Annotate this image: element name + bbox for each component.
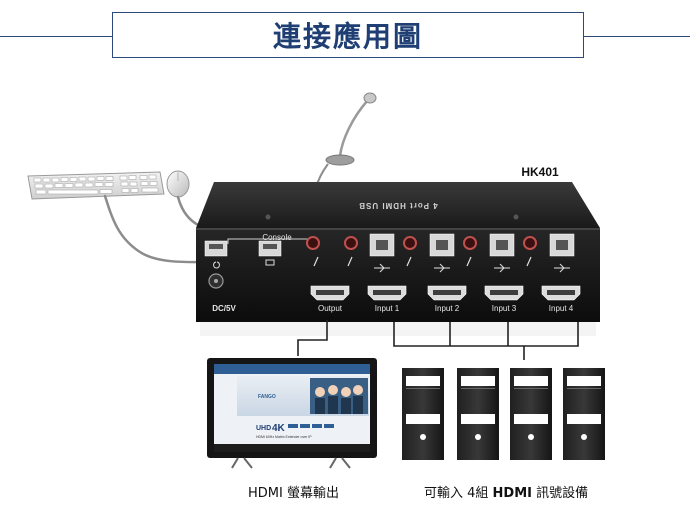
- kvm-switch: 4 Port HDMI USB Console DC/5V Output Inp…: [196, 182, 600, 322]
- inputs-caption: 可輸入 4組 HDMI 訊號設備: [424, 482, 588, 501]
- computer-tower-1: [402, 368, 444, 460]
- screen-4k: 4K: [272, 423, 286, 434]
- input-1-label: Input 1: [375, 304, 400, 313]
- device-reflection: [200, 322, 596, 336]
- screen-uhd: UHD: [256, 425, 271, 432]
- model-label: HK401: [521, 165, 559, 179]
- title-rule-right: [584, 36, 690, 37]
- power-label: DC/5V: [212, 304, 236, 313]
- page-title: 連接應用圖: [272, 20, 423, 53]
- keyboard: [27, 171, 165, 200]
- input-4-label: Input 4: [549, 304, 574, 313]
- screen-brand: FANGO: [258, 394, 276, 400]
- monitor-caption-text: HDMI 螢幕輸出: [248, 486, 339, 501]
- output-cable: [297, 320, 328, 356]
- microphone: [315, 92, 377, 189]
- computer-tower-2: [457, 368, 499, 460]
- mouse: [166, 170, 190, 198]
- screen-subline: HDMI 60Hz Matrix Extender over IP: [256, 435, 312, 439]
- monitor-caption: HDMI 螢幕輸出: [248, 482, 339, 501]
- monitor: FANGO UHD 4K HDMI 60Hz Matrix Extender o…: [207, 358, 377, 469]
- console-label: Console: [262, 233, 292, 242]
- input-cables: [393, 322, 579, 360]
- computer-tower-4: [563, 368, 605, 460]
- output-label: Output: [318, 304, 343, 313]
- inputs-caption-suffix: 訊號設備: [536, 486, 589, 501]
- title-banner: 連接應用圖: [112, 12, 584, 58]
- inputs-caption-prefix: 可輸入 4組: [424, 486, 489, 501]
- input-3-label: Input 3: [492, 304, 517, 313]
- input-2-label: Input 2: [435, 304, 460, 313]
- inputs-caption-bold: HDMI: [492, 486, 532, 501]
- computer-tower-3: [510, 368, 552, 460]
- device-top-label: 4 Port HDMI USB: [358, 201, 437, 210]
- title-rule-left: [0, 36, 112, 37]
